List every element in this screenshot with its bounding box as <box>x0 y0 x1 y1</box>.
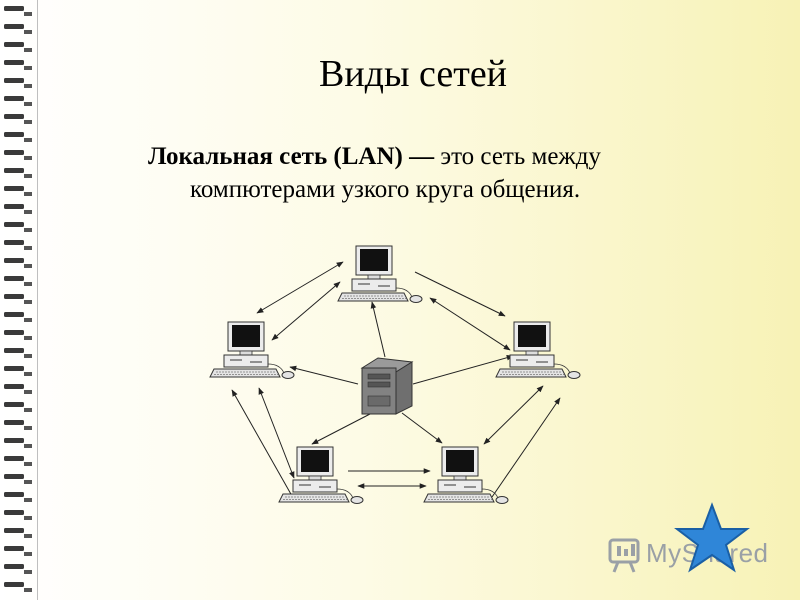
connection-arrows <box>231 261 561 498</box>
spiral-coil <box>4 330 24 335</box>
spiral-hole <box>24 264 32 268</box>
star-icon <box>674 502 750 573</box>
arrow-server-bottom-right <box>401 412 443 444</box>
computer-icon <box>423 446 509 504</box>
spiral-coil <box>4 510 24 515</box>
spiral-binding <box>4 6 32 592</box>
spiral-coil <box>4 240 24 245</box>
spiral-coil <box>4 150 24 155</box>
spiral-hole <box>24 84 32 88</box>
spiral-coil <box>4 582 24 587</box>
spiral-hole <box>24 30 32 34</box>
definition-line-1: это сеть между <box>440 143 601 170</box>
computer-icon <box>278 446 364 504</box>
spiral-coil <box>4 384 24 389</box>
spiral-coil <box>4 528 24 533</box>
spiral-hole <box>24 588 32 592</box>
spiral-hole <box>24 408 32 412</box>
spiral-hole <box>24 534 32 538</box>
arrow-left-outer <box>231 389 293 497</box>
spiral-hole <box>24 66 32 70</box>
arrow-server-right <box>412 355 514 385</box>
spiral-coil <box>4 78 24 83</box>
spiral-coil <box>4 546 24 551</box>
computer-icon <box>337 245 423 303</box>
spiral-coil <box>4 564 24 569</box>
slide-title: Виды сетей <box>318 53 508 95</box>
spiral-coil <box>4 42 24 47</box>
spiral-hole <box>24 390 32 394</box>
spiral-coil <box>4 114 24 119</box>
arrow-right-top <box>429 297 511 351</box>
spiral-hole <box>24 192 32 196</box>
spiral-hole <box>24 552 32 556</box>
spiral-hole <box>24 246 32 250</box>
spiral-hole <box>24 300 32 304</box>
spiral-hole <box>24 120 32 124</box>
lan-term: Локальная сеть (LAN) <box>148 143 403 170</box>
projector-icon <box>608 538 640 573</box>
spiral-coil <box>4 24 24 29</box>
spiral-hole <box>24 228 32 232</box>
spiral-coil <box>4 366 24 371</box>
spiral-coil <box>4 60 24 65</box>
definition-line-2: компютерами узкого круга общения. <box>190 176 581 203</box>
spiral-hole <box>24 516 32 520</box>
spiral-hole <box>24 102 32 106</box>
arrow-server-bottom-left <box>311 413 371 445</box>
spiral-coil <box>4 492 24 497</box>
spiral-coil <box>4 402 24 407</box>
spiral-hole <box>24 12 32 16</box>
spiral-coil <box>4 186 24 191</box>
spiral-hole <box>24 318 32 322</box>
arrow-right-outer <box>491 397 561 498</box>
spiral-coil <box>4 294 24 299</box>
spiral-coil <box>4 348 24 353</box>
computer-icon <box>495 321 581 379</box>
spiral-coil <box>4 96 24 101</box>
arrow-server-left <box>289 365 359 385</box>
spiral-hole <box>24 210 32 214</box>
spiral-coil <box>4 456 24 461</box>
spiral-hole <box>24 498 32 502</box>
arrow-top-left <box>256 261 344 314</box>
spiral-coil <box>4 420 24 425</box>
spiral-hole <box>24 138 32 142</box>
spiral-hole <box>24 462 32 466</box>
spiral-hole <box>24 354 32 358</box>
arrow-left-top <box>271 281 341 341</box>
term-dash: — <box>402 143 441 170</box>
spiral-coil <box>4 168 24 173</box>
definition-text: Локальная сеть (LAN) — это сеть между ко… <box>148 140 768 206</box>
arrow-server-top <box>370 301 386 358</box>
spiral-coil <box>4 204 24 209</box>
computer-icon <box>209 321 295 379</box>
spiral-coil <box>4 438 24 443</box>
frame-divider <box>37 0 38 600</box>
spiral-hole <box>24 174 32 178</box>
spiral-hole <box>24 282 32 286</box>
spiral-coil <box>4 276 24 281</box>
arrow-top-right <box>414 271 506 317</box>
spiral-hole <box>24 336 32 340</box>
spiral-hole <box>24 444 32 448</box>
spiral-hole <box>24 480 32 484</box>
spiral-coil <box>4 258 24 263</box>
server-icon <box>360 357 414 415</box>
spiral-hole <box>24 426 32 430</box>
spiral-hole <box>24 372 32 376</box>
arrow-right-inner <box>483 385 544 445</box>
spiral-coil <box>4 6 24 11</box>
spiral-hole <box>24 48 32 52</box>
spiral-hole <box>24 156 32 160</box>
spiral-coil <box>4 312 24 317</box>
spiral-coil <box>4 132 24 137</box>
spiral-coil <box>4 222 24 227</box>
spiral-coil <box>4 474 24 479</box>
arrow-left-inner <box>258 387 295 479</box>
spiral-hole <box>24 570 32 574</box>
